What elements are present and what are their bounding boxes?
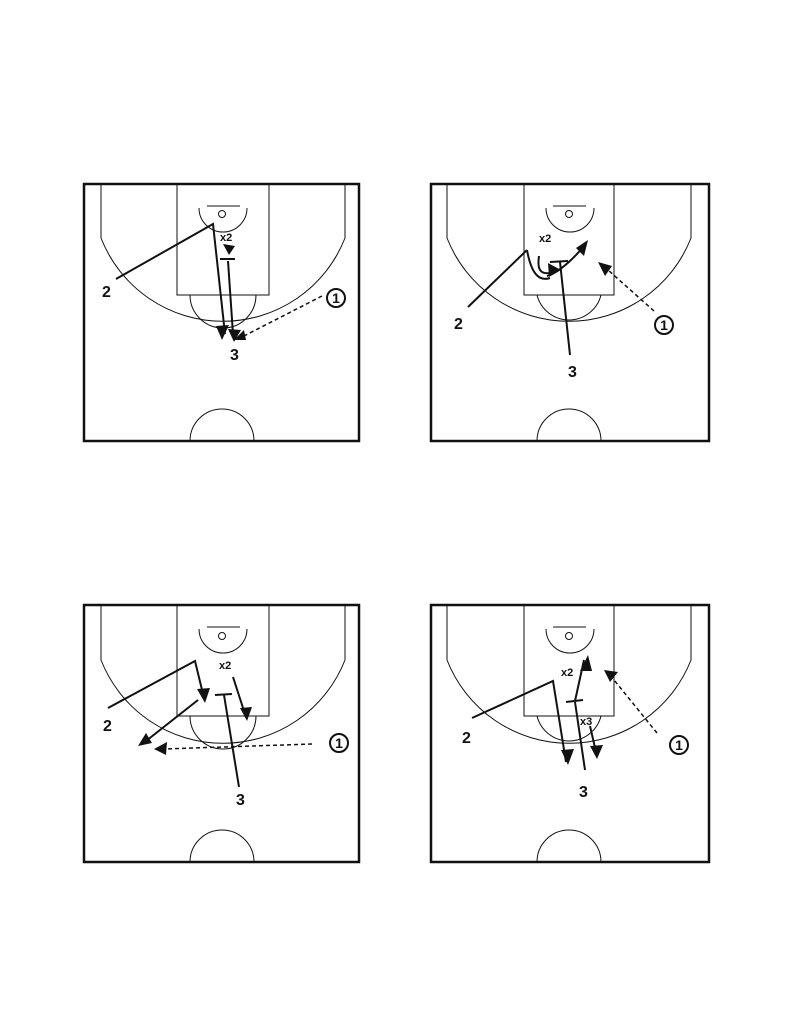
hoop bbox=[218, 632, 226, 640]
arrowhead bbox=[604, 670, 618, 682]
defender-x3-label: x3 bbox=[580, 716, 593, 728]
restricted-area-arc bbox=[198, 628, 248, 654]
lane bbox=[523, 604, 615, 717]
arrowhead bbox=[580, 655, 592, 671]
restricted-area-arc bbox=[545, 207, 595, 233]
three-point-line bbox=[100, 184, 346, 322]
player-3-label: 3 bbox=[579, 784, 588, 801]
pass-line-dashed bbox=[239, 295, 323, 339]
player-2-label: 2 bbox=[102, 284, 111, 301]
three-point-line bbox=[446, 184, 692, 322]
hoop bbox=[565, 210, 573, 218]
screen-line-3 bbox=[574, 701, 586, 771]
dribble-line-3 bbox=[227, 260, 234, 335]
player-1-label: 1 bbox=[654, 315, 674, 335]
player-2-label: 2 bbox=[462, 730, 471, 747]
court-boundary bbox=[82, 182, 361, 443]
pass-line-dashed bbox=[613, 679, 658, 734]
court-diagram-4: x2 x3 2 3 1 bbox=[429, 602, 711, 864]
cut-line-2 bbox=[471, 679, 567, 763]
player-3-label: 3 bbox=[236, 792, 245, 809]
court-diagram-2: x2 2 3 1 bbox=[429, 182, 711, 444]
screen-line-3 bbox=[223, 694, 240, 788]
court-diagram-1: x2 2 3 1 bbox=[82, 182, 362, 444]
cut-line-2 bbox=[467, 249, 528, 308]
arrowhead bbox=[154, 742, 167, 755]
defender-x2-label: x2 bbox=[539, 233, 552, 245]
screen-bar bbox=[214, 693, 233, 696]
center-circle bbox=[536, 829, 602, 863]
arrowhead bbox=[561, 749, 574, 765]
player-3-label: 3 bbox=[568, 364, 577, 381]
curl-path bbox=[526, 249, 551, 280]
center-circle bbox=[536, 408, 602, 442]
pass-line-dashed bbox=[607, 269, 655, 312]
court-drawing bbox=[82, 182, 361, 443]
center-circle bbox=[189, 408, 255, 442]
three-point-line bbox=[100, 605, 346, 744]
arrowhead bbox=[234, 330, 246, 340]
restricted-area-arc bbox=[545, 628, 595, 654]
arrowhead bbox=[240, 707, 252, 721]
three-point-line bbox=[446, 605, 692, 744]
defender-x2-label: x2 bbox=[219, 660, 232, 672]
court-diagram-3: x2 2 3 1 bbox=[82, 602, 362, 864]
lane bbox=[523, 183, 615, 296]
court-drawing bbox=[82, 603, 361, 864]
screen-line-3 bbox=[559, 261, 571, 356]
arrowhead bbox=[228, 329, 241, 342]
hoop bbox=[565, 632, 573, 640]
player-1-label: 1 bbox=[326, 288, 346, 308]
player-3-label: 3 bbox=[230, 347, 239, 364]
defender-x2-label: x2 bbox=[561, 667, 574, 679]
hoop bbox=[218, 210, 226, 218]
free-throw-circle bbox=[536, 294, 602, 321]
arrowhead bbox=[138, 733, 152, 746]
arrowhead bbox=[197, 688, 210, 703]
arrowhead bbox=[216, 325, 229, 340]
cut-line-2 bbox=[107, 659, 204, 709]
arrowhead bbox=[576, 240, 588, 256]
restricted-area-arc bbox=[198, 207, 248, 233]
pass-line-dashed bbox=[163, 743, 313, 750]
player-1-label: 1 bbox=[669, 735, 689, 755]
arrowhead bbox=[223, 244, 235, 255]
player-2-label: 2 bbox=[454, 316, 463, 333]
screen-bar bbox=[549, 260, 569, 263]
arrowhead bbox=[598, 262, 612, 276]
player-2-label: 2 bbox=[103, 718, 112, 735]
court-drawing bbox=[429, 182, 711, 443]
defender-x2-label: x2 bbox=[220, 232, 233, 244]
court-drawing bbox=[429, 603, 711, 864]
free-throw-circle bbox=[189, 715, 257, 750]
player-1-label: 1 bbox=[329, 733, 349, 753]
arrowhead bbox=[590, 745, 603, 759]
screen-bar bbox=[565, 699, 584, 703]
court-boundary bbox=[82, 603, 361, 864]
court-boundary bbox=[429, 182, 711, 443]
cut-line-2 bbox=[115, 222, 226, 335]
pop-out-line bbox=[145, 699, 199, 742]
arrowhead bbox=[548, 263, 561, 277]
court-boundary bbox=[429, 603, 711, 864]
center-circle bbox=[189, 829, 255, 863]
free-throw-circle bbox=[536, 715, 602, 742]
